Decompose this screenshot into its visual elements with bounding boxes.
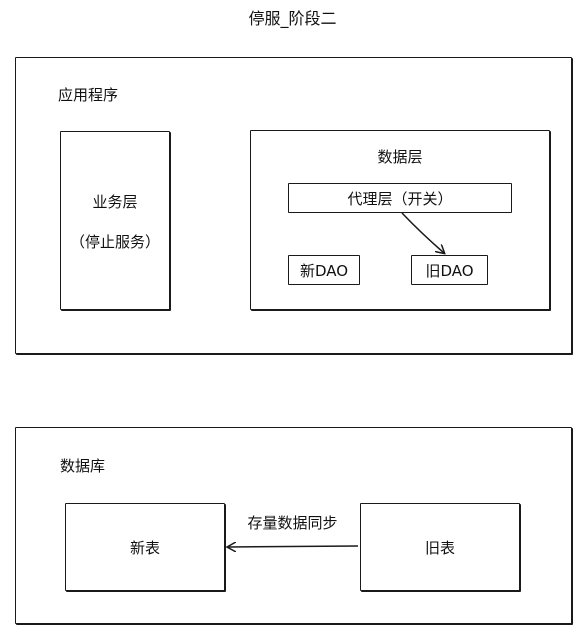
data-layer-label: 数据层 [377,148,423,166]
sync-label: 存量数据同步 [247,514,338,532]
database-label: 数据库 [60,457,106,475]
old-dao-box: 旧DAO [411,255,488,285]
business-layer-box [60,131,170,310]
business-layer-note: （停止服务） [69,233,160,251]
old-table-box: 旧表 [360,503,520,591]
new-table-box: 新表 [65,503,225,591]
new-dao-box: 新DAO [288,255,360,285]
diagram-title: 停服_阶段二 [248,9,337,28]
business-layer-label: 业务层 [92,193,138,211]
application-label: 应用程序 [58,86,119,104]
proxy-layer-box: 代理层（开关） [288,183,512,213]
